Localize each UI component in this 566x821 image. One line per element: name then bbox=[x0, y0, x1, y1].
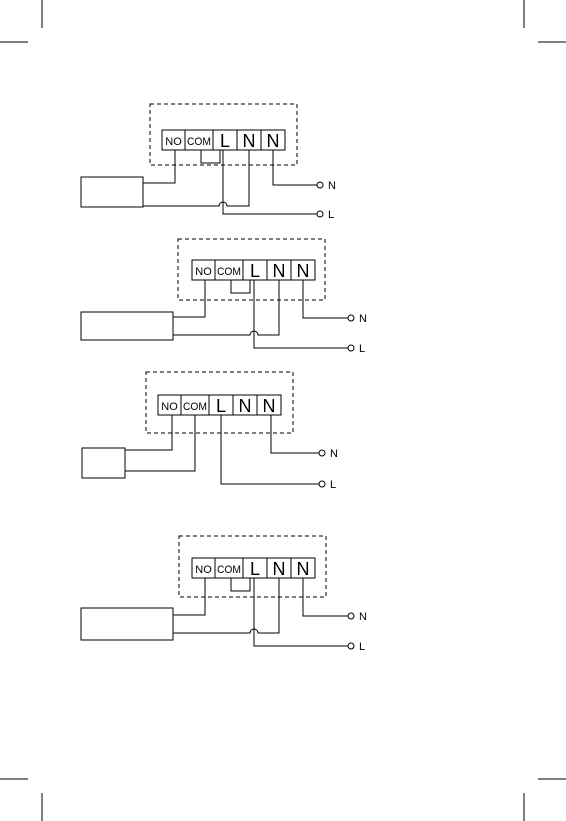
l-supply-wire bbox=[221, 415, 319, 484]
com-l-bridge-wire bbox=[231, 578, 250, 591]
live-supply-terminal bbox=[317, 211, 323, 217]
live-supply-label: L bbox=[330, 479, 336, 491]
load-device-box bbox=[81, 312, 173, 340]
live-supply-label: L bbox=[359, 343, 365, 355]
neutral-supply-terminal bbox=[348, 613, 354, 619]
com-to-load-wire bbox=[125, 415, 195, 471]
terminal-no-label: NO bbox=[161, 401, 178, 413]
load-to-n-wire bbox=[173, 578, 279, 633]
terminal-l-label: L bbox=[250, 261, 260, 281]
l-supply-wire bbox=[254, 578, 348, 646]
live-supply-terminal bbox=[348, 643, 354, 649]
live-supply-label: L bbox=[359, 641, 365, 653]
neutral-supply-label: N bbox=[359, 611, 367, 623]
terminal-no-label: NO bbox=[195, 266, 212, 278]
n-supply-wire bbox=[271, 415, 319, 453]
terminal-no-label: NO bbox=[165, 136, 182, 148]
terminal-com-label: COM bbox=[217, 564, 241, 576]
neutral-supply-terminal bbox=[348, 315, 354, 321]
l-supply-wire bbox=[223, 150, 317, 214]
wiring-diagram: NO COM L N N N L bbox=[81, 536, 367, 653]
wiring-diagram: NO COM L N N N L bbox=[81, 104, 336, 221]
terminal-n-label: N bbox=[273, 559, 286, 579]
com-l-bridge-wire bbox=[231, 280, 250, 293]
load-to-n-wire bbox=[173, 280, 279, 335]
l-supply-wire bbox=[254, 280, 348, 348]
terminal-n-label: N bbox=[263, 396, 276, 416]
live-supply-terminal bbox=[319, 481, 325, 487]
terminal-l-label: L bbox=[220, 131, 230, 151]
terminal-n-label: N bbox=[267, 131, 280, 151]
load-device-box bbox=[82, 448, 125, 478]
live-supply-terminal bbox=[348, 345, 354, 351]
neutral-supply-label: N bbox=[359, 313, 367, 325]
load-to-n-wire bbox=[143, 150, 249, 206]
neutral-supply-label: N bbox=[328, 180, 336, 192]
terminal-n-label: N bbox=[273, 261, 286, 281]
load-device-box bbox=[81, 608, 173, 640]
neutral-supply-terminal bbox=[319, 450, 325, 456]
neutral-supply-terminal bbox=[317, 182, 323, 188]
terminal-com-label: COM bbox=[183, 401, 207, 413]
no-to-load-wire bbox=[143, 150, 175, 183]
wiring-diagram: NO COM L N N N L bbox=[81, 239, 367, 355]
terminal-no-label: NO bbox=[195, 564, 212, 576]
terminal-n-label: N bbox=[297, 261, 310, 281]
terminal-com-label: COM bbox=[187, 136, 211, 148]
n-supply-wire bbox=[273, 150, 317, 185]
load-device-box bbox=[81, 177, 143, 207]
neutral-supply-label: N bbox=[330, 448, 338, 460]
terminal-l-label: L bbox=[250, 559, 260, 579]
live-supply-label: L bbox=[328, 209, 334, 221]
terminal-com-label: COM bbox=[217, 266, 241, 278]
terminal-l-label: L bbox=[216, 396, 226, 416]
terminal-n-label: N bbox=[239, 396, 252, 416]
terminal-n-label: N bbox=[297, 559, 310, 579]
terminal-n-label: N bbox=[243, 131, 256, 151]
com-l-bridge-wire bbox=[201, 150, 220, 163]
wiring-diagram: NO COM L N N N L bbox=[82, 372, 338, 491]
no-to-load-wire bbox=[173, 280, 205, 317]
